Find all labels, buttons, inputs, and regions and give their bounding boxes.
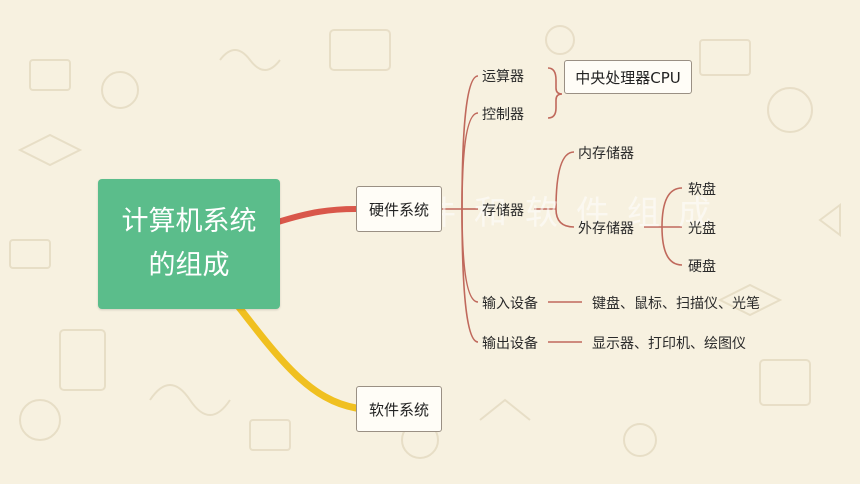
- floppy-node[interactable]: 软盘: [688, 182, 716, 198]
- hard-disk-node[interactable]: 硬盘: [688, 259, 716, 275]
- input-examples-node[interactable]: 键盘、鼠标、扫描仪、光笔: [592, 296, 760, 312]
- optical-disk-node[interactable]: 光盘: [688, 221, 716, 237]
- output-device-node[interactable]: 输出设备: [482, 336, 538, 352]
- software-system-node[interactable]: 软件系统: [356, 386, 442, 432]
- cpu-node[interactable]: 中央处理器CPU: [564, 60, 692, 94]
- hardware-system-node[interactable]: 硬件系统: [356, 186, 442, 232]
- control-unit-node[interactable]: 控制器: [482, 107, 524, 123]
- hardware-branch-line: [275, 206, 359, 225]
- output-examples-node[interactable]: 显示器、打印机、绘图仪: [592, 336, 746, 352]
- storage-node[interactable]: 存储器: [482, 203, 524, 219]
- external-storage-node[interactable]: 外存储器: [578, 221, 634, 237]
- root-node[interactable]: 计算机系统 的组成: [98, 179, 280, 309]
- root-title-line1: 计算机系统: [121, 206, 257, 237]
- root-title-line2: 的组成: [148, 250, 230, 281]
- input-device-node[interactable]: 输入设备: [482, 296, 538, 312]
- internal-storage-node[interactable]: 内存储器: [578, 146, 634, 162]
- software-branch-line: [234, 302, 360, 412]
- alu-node[interactable]: 运算器: [482, 69, 524, 85]
